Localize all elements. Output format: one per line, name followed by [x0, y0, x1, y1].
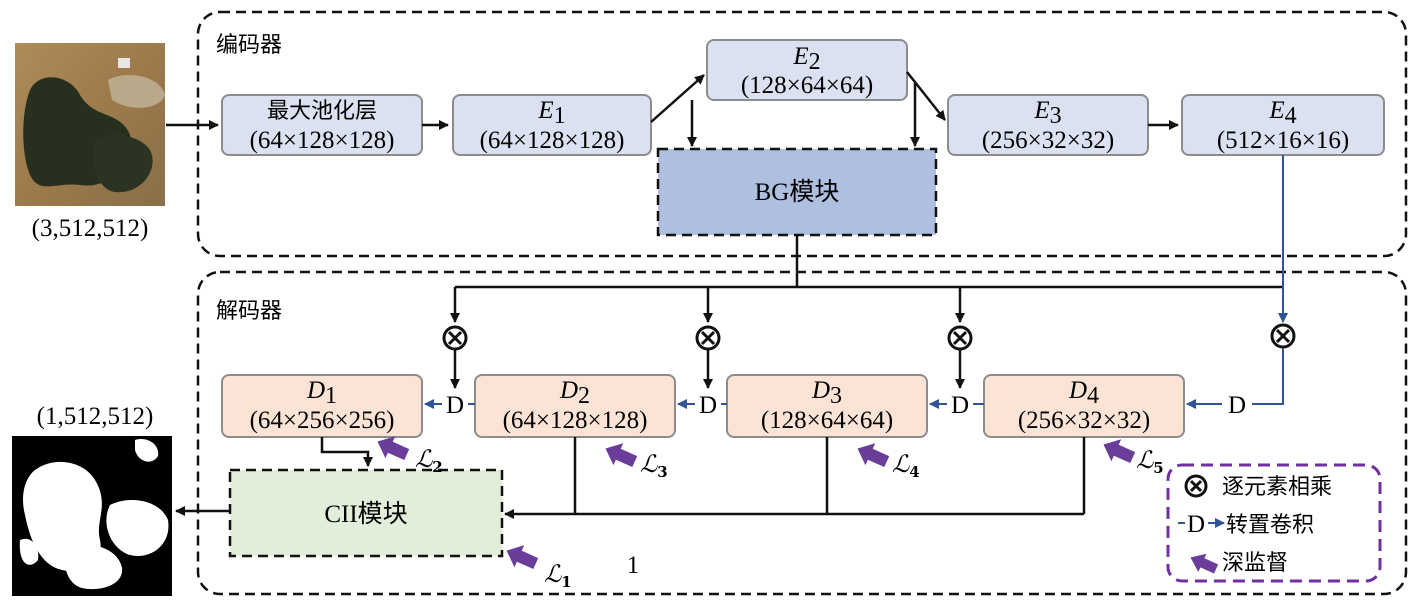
- node-d1: D1 (64×256×256): [221, 374, 423, 438]
- node-d2: D2 (64×128×128): [474, 374, 676, 438]
- decoder-container: [196, 270, 1408, 596]
- e2-sub: 2: [809, 49, 821, 75]
- supervision-arrow-icon: [605, 443, 638, 468]
- d1-dims: (64×256×256): [250, 407, 395, 434]
- decoder-label: 解码器: [216, 299, 282, 324]
- node-bg: BG模块: [656, 147, 938, 237]
- encoder-container: [196, 10, 1408, 258]
- loss-l2: ℒ2: [415, 445, 443, 476]
- loss-l4: ℒ4: [892, 450, 920, 481]
- loss-l3-symbol: ℒ: [640, 450, 658, 478]
- supervision-arrow-icon: [857, 443, 890, 468]
- e2-letter: E: [792, 43, 808, 70]
- supervision-arrow-icon: [1190, 553, 1219, 574]
- node-maxpool: 最大池化层 (64×128×128): [221, 94, 423, 156]
- svg-text:E1: E1: [537, 97, 565, 129]
- d2-dims: (64×128×128): [503, 407, 648, 434]
- e3-letter: E: [1033, 97, 1049, 124]
- e4-sub: 4: [1285, 103, 1297, 129]
- svg-text:E2: E2: [792, 43, 820, 75]
- e2-dims: (128×64×64): [741, 72, 873, 99]
- loss-l3: ℒ3: [640, 450, 668, 481]
- svg-text:E3: E3: [1033, 97, 1061, 129]
- legend: 逐元素相乘 D 转置卷积 深监督: [1166, 463, 1382, 583]
- supervision-arrow-icon: [1103, 439, 1136, 464]
- svg-text:E4: E4: [1268, 97, 1296, 129]
- path-d1-cii: [320, 437, 373, 467]
- d3-sub: 3: [830, 383, 842, 409]
- multiply-icon: [442, 325, 468, 351]
- d2-sub: 2: [578, 383, 590, 409]
- deconv-label: D: [446, 392, 464, 419]
- e1-dims: (64×128×128): [480, 127, 625, 154]
- loss-l5-symbol: ℒ: [1136, 446, 1154, 474]
- arrow-e1-e2: [650, 74, 705, 123]
- maxpool-title: 最大池化层: [267, 99, 377, 124]
- e4-letter: E: [1268, 97, 1284, 124]
- loss-l4-symbol: ℒ: [892, 450, 910, 478]
- d4-letter: D: [1068, 377, 1087, 404]
- d4-dims: (256×32×32): [1018, 407, 1150, 434]
- loss-l1-sub: 1: [561, 573, 571, 591]
- legend-deconv-symbol: D: [1187, 511, 1205, 538]
- loss-l4-sub: 4: [909, 463, 919, 481]
- supervision-arrow-icon: [377, 436, 410, 461]
- d4-sub: 4: [1087, 383, 1099, 409]
- cii-label: CII模块: [324, 500, 407, 528]
- multiply-icon: [1184, 474, 1208, 498]
- e3-dims: (256×32×32): [982, 127, 1114, 154]
- arrow-e2-e3: [906, 71, 946, 121]
- node-d3: D3 (128×64×64): [726, 374, 928, 438]
- d1-sub: 1: [325, 383, 337, 409]
- node-e2: E2 (128×64×64): [706, 39, 908, 101]
- multiply-icon: [1270, 323, 1296, 349]
- legend-deep-supervision: 深监督: [1222, 551, 1288, 576]
- encoder-label: 编码器: [216, 33, 282, 58]
- multiply-icon: [947, 325, 973, 351]
- node-e3: E3 (256×32×32): [947, 94, 1149, 156]
- deconv-label: D: [699, 392, 717, 419]
- path-mult4-deconv: [1252, 348, 1284, 405]
- legend-multiply: 逐元素相乘: [1222, 475, 1332, 500]
- footnote: 1: [627, 552, 640, 579]
- multiply-icon: [695, 325, 721, 351]
- node-e1: E1 (64×128×128): [452, 94, 652, 156]
- maxpool-dims: (64×128×128): [250, 127, 395, 154]
- d3-letter: D: [811, 377, 830, 404]
- loss-l2-symbol: ℒ: [415, 445, 433, 473]
- d1-letter: D: [306, 377, 325, 404]
- loss-l3-sub: 3: [657, 463, 667, 481]
- e1-sub: 1: [554, 103, 566, 129]
- output-mask: [12, 436, 172, 596]
- output-dims: (1,512,512): [37, 403, 154, 430]
- e1-letter: E: [537, 97, 553, 124]
- loss-l1: ℒ1: [544, 560, 572, 591]
- node-d4: D4 (256×32×32): [983, 374, 1185, 438]
- d2-letter: D: [559, 377, 578, 404]
- deconv-label: D: [951, 392, 969, 419]
- loss-l2-sub: 2: [432, 458, 442, 476]
- input-dims: (3,512,512): [32, 215, 149, 242]
- svg-text:D1: D1: [306, 377, 337, 409]
- bg-label: BG模块: [755, 178, 840, 206]
- deconv-label: D: [1228, 392, 1246, 419]
- svg-text:D4: D4: [1068, 377, 1099, 409]
- legend-deconv: 转置卷积: [1226, 513, 1314, 538]
- supervision-arrow-icon: [506, 545, 539, 570]
- loss-l1-symbol: ℒ: [544, 560, 562, 588]
- node-cii: CII模块: [228, 468, 504, 558]
- loss-l5-sub: 5: [1153, 459, 1163, 477]
- svg-text:D3: D3: [811, 377, 842, 409]
- loss-l5: ℒ5: [1136, 446, 1164, 477]
- svg-text:D2: D2: [559, 377, 590, 409]
- e4-dims: (512×16×16): [1217, 127, 1349, 154]
- d3-dims: (128×64×64): [761, 407, 893, 434]
- e3-sub: 3: [1050, 103, 1062, 129]
- input-image: [15, 43, 165, 206]
- node-e4: E4 (512×16×16): [1181, 94, 1385, 156]
